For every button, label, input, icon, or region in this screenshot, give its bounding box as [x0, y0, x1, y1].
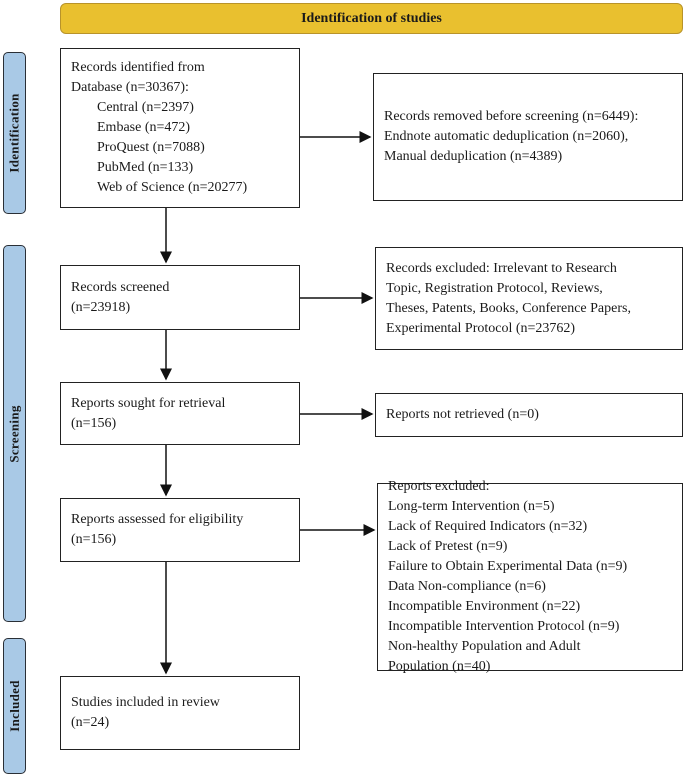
phase-screening: Screening — [3, 245, 26, 622]
exclusion-item: Failure to Obtain Experimental Data (n=9… — [388, 559, 628, 574]
phase-included: Included — [3, 638, 26, 774]
box-text: Theses, Patents, Books, Conference Paper… — [386, 300, 631, 316]
exclusion-item: Long-term Intervention (n=5) — [388, 499, 555, 514]
box-text: (n=24) — [71, 715, 110, 730]
box-studies-included: Studies included in review (n=24) — [60, 676, 300, 750]
box-text: Records screened — [71, 279, 170, 295]
box-reports-sought: Reports sought for retrieval (n=156) — [60, 382, 300, 445]
phase-label: Identification — [6, 93, 22, 173]
box-text: Records excluded: Irrelevant to Research — [386, 260, 617, 276]
box-text: Studies included in review — [71, 695, 220, 710]
source-item: Central (n=2397) — [97, 100, 194, 115]
box-records-excluded: Records excluded: Irrelevant to Research… — [375, 247, 683, 350]
box-text: Records identified from — [71, 60, 205, 75]
box-text: Reports excluded: — [388, 479, 490, 494]
exclusion-item: Data Non-compliance (n=6) — [388, 579, 546, 594]
exclusion-item: Incompatible Environment (n=22) — [388, 599, 581, 614]
phase-label: Included — [6, 680, 22, 732]
box-text: Topic, Registration Protocol, Reviews, — [386, 280, 603, 296]
source-item: ProQuest (n=7088) — [97, 140, 205, 155]
header-identification-of-studies: Identification of studies — [60, 3, 683, 34]
exclusion-item: Non-healthy Population and Adult — [388, 639, 581, 654]
box-reports-excluded: Reports excluded: Long-term Intervention… — [377, 479, 683, 674]
box-records-removed: Records removed before screening (n=6449… — [373, 73, 683, 201]
exclusion-item: Lack of Pretest (n=9) — [388, 539, 508, 554]
exclusion-item: Incompatible Intervention Protocol (n=9) — [388, 619, 620, 634]
exclusion-item: Population (n=40) — [388, 659, 491, 674]
box-text: Experimental Protocol (n=23762) — [386, 320, 576, 336]
box-records-identified: Records identified from Database (n=3036… — [60, 48, 300, 208]
box-text: (n=156) — [71, 415, 117, 431]
phase-identification: Identification — [3, 52, 26, 214]
box-text: Reports not retrieved (n=0) — [386, 407, 539, 422]
source-item: PubMed (n=133) — [97, 160, 194, 175]
box-text: Reports assessed for eligibility — [71, 512, 244, 527]
header-title: Identification of studies — [301, 10, 442, 26]
box-text: Records removed before screening (n=6449… — [384, 109, 639, 124]
phase-label: Screening — [6, 404, 22, 463]
box-text: (n=156) — [71, 532, 117, 547]
box-reports-not-retrieved: Reports not retrieved (n=0) — [375, 393, 683, 437]
box-reports-assessed: Reports assessed for eligibility (n=156) — [60, 498, 300, 562]
box-text: Reports sought for retrieval — [71, 395, 226, 411]
box-text: (n=23918) — [71, 299, 131, 315]
box-text: Endnote automatic deduplication (n=2060)… — [384, 129, 629, 144]
source-item: Embase (n=472) — [97, 120, 191, 135]
source-item: Web of Science (n=20277) — [97, 180, 248, 195]
box-text: Database (n=30367): — [71, 80, 189, 95]
box-records-screened: Records screened (n=23918) — [60, 265, 300, 330]
exclusion-item: Lack of Required Indicators (n=32) — [388, 519, 588, 534]
box-text: Manual deduplication (n=4389) — [384, 149, 563, 164]
